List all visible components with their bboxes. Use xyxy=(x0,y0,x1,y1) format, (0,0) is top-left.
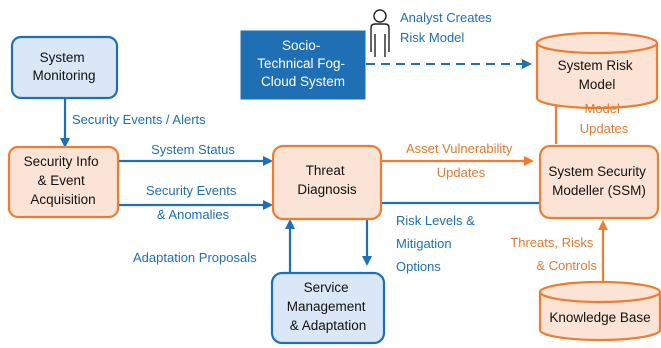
security-info-label: Security Info & Event Acquisition xyxy=(24,154,103,207)
analyst-label: Analyst Creates Risk Model xyxy=(400,10,495,45)
security-info-box xyxy=(7,145,120,219)
adaptation-proposals-label: Adaptation Proposals xyxy=(133,250,257,265)
system-monitoring-box xyxy=(10,35,119,100)
system-status-label: System Status xyxy=(151,142,235,157)
system-risk-model-cylinder xyxy=(535,31,659,110)
model-updates-label: Model Updates xyxy=(580,101,629,136)
risk-levels-label: Risk Levels & Mitigation Options xyxy=(396,213,478,274)
threat-diagnosis-label: Threat Diagnosis xyxy=(297,163,357,197)
service-management-label: Service Management & Adaptation xyxy=(287,280,370,333)
system-risk-model-label: System Risk Model xyxy=(558,58,637,92)
asset-vulnerability-label: Asset Vulnerability Updates xyxy=(406,141,516,180)
person-icon xyxy=(370,9,390,57)
knowledge-base-cylinder xyxy=(538,280,661,342)
system-monitoring-label: System Monitoring xyxy=(32,50,95,83)
security-events-alerts-label: Security Events / Alerts xyxy=(72,112,206,127)
threats-risks-controls-label: Threats, Risks & Controls xyxy=(510,235,597,273)
ssm-label: System Security Modeller (SSM) xyxy=(548,164,649,198)
service-management-box xyxy=(270,271,386,345)
security-events-anomalies-label: Security Events & Anomalies xyxy=(146,183,240,222)
threat-diagnosis-box xyxy=(271,144,383,221)
socio-technical-system-label: Socio- Technical Fog- Cloud System xyxy=(257,38,349,89)
socio-technical-system-box xyxy=(240,30,366,100)
knowledge-base-label: Knowledge Base xyxy=(549,310,650,325)
ssm-box xyxy=(538,144,660,220)
